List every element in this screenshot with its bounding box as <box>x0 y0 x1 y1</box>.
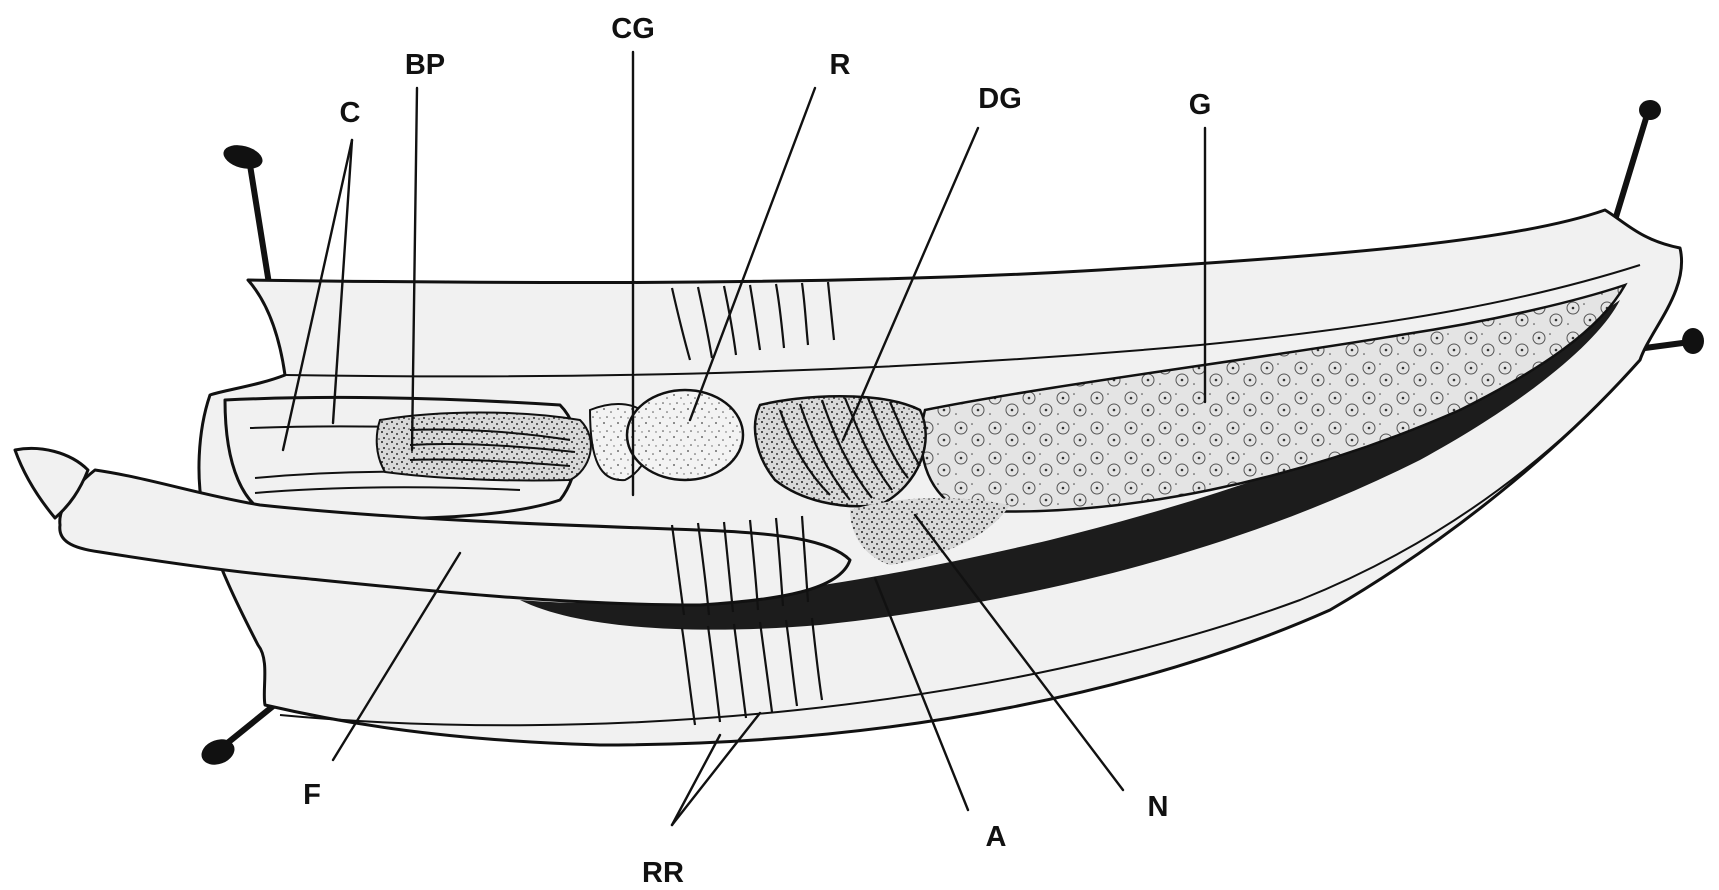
pin-top-right <box>1612 100 1661 230</box>
branchial-plate <box>377 413 591 481</box>
leader-rr-1 <box>672 735 720 825</box>
label-g: G <box>1189 89 1212 121</box>
label-rr: RR <box>642 857 684 889</box>
pin-top-left <box>221 141 270 290</box>
label-a: A <box>986 821 1007 853</box>
rostral-body <box>627 390 743 480</box>
label-f: F <box>303 779 321 811</box>
label-n: N <box>1148 791 1169 823</box>
label-bp: BP <box>405 49 445 81</box>
label-dg: DG <box>978 83 1022 115</box>
label-r: R <box>830 49 851 81</box>
label-c: C <box>340 97 361 129</box>
label-cg: CG <box>611 13 655 45</box>
